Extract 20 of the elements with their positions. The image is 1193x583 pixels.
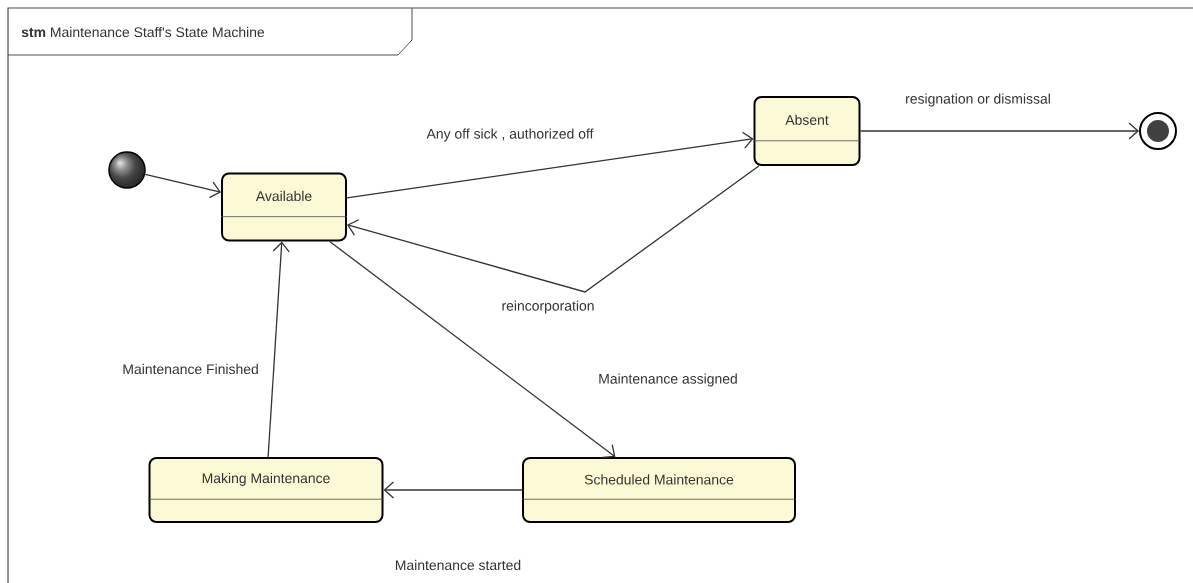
- edge-label: Maintenance started: [393, 558, 523, 572]
- state-box: Scheduled Maintenance: [521, 457, 797, 523]
- edge-label: reincorporation: [500, 299, 596, 315]
- transition-arrow: [347, 165, 760, 293]
- frame-title: stm Maintenance Staff's State Machine: [21, 26, 265, 38]
- edge-label: Maintenance assigned: [597, 372, 739, 388]
- transition-arrow: [144, 173, 221, 199]
- transition-arrow: [859, 122, 1139, 140]
- edge-label: Any off sick , authorized off: [425, 127, 595, 143]
- transition-arrow: [346, 131, 754, 199]
- final-state: [1139, 112, 1177, 150]
- state-box: Absent: [753, 96, 861, 166]
- state-box: Making Maintenance: [148, 457, 384, 523]
- transition-arrow: [383, 481, 523, 499]
- edge-label: Maintenance Finished: [121, 362, 260, 376]
- state-box: Available: [220, 172, 348, 242]
- initial-state: [108, 151, 146, 189]
- edge-label: resignation or dismissal: [904, 92, 1052, 108]
- transition-arrow: [267, 241, 290, 458]
- transition-arrow: [329, 240, 616, 458]
